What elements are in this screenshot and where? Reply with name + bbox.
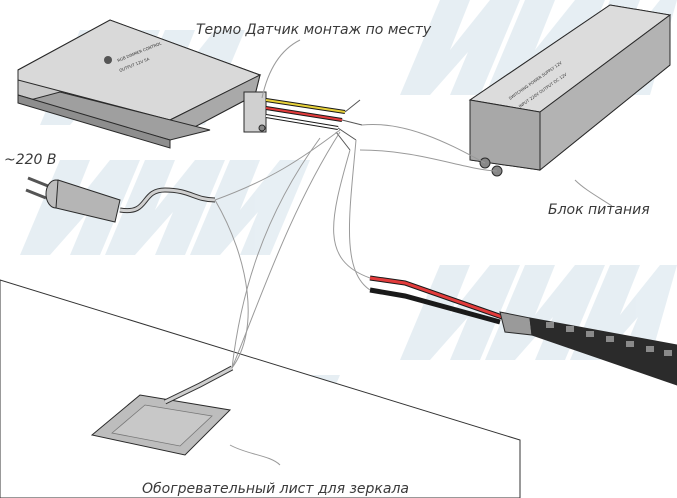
power-supply-unit: SWITCHING POWER SUPPLY 12V INPUT 220V OU… [468,4,672,177]
thermostat-controller: RGB DIMMER CONTROL OUTPUT 12V 5A [17,19,267,149]
led-strip [529,317,677,386]
controller-wires [265,98,363,151]
thermo-sensor-label: Термо Датчик монтаж по месту [196,22,432,38]
heating-sheet-label: Обогревательный лист для зеркала [142,481,409,497]
voltage-label: ~220 В [4,152,57,168]
led-strip-cable [369,275,533,336]
label-pointers [229,39,613,466]
connection-lines [214,123,498,369]
heating-sheet [90,365,234,456]
power-plug [25,176,216,223]
power-supply-label: Блок питания [548,202,650,218]
